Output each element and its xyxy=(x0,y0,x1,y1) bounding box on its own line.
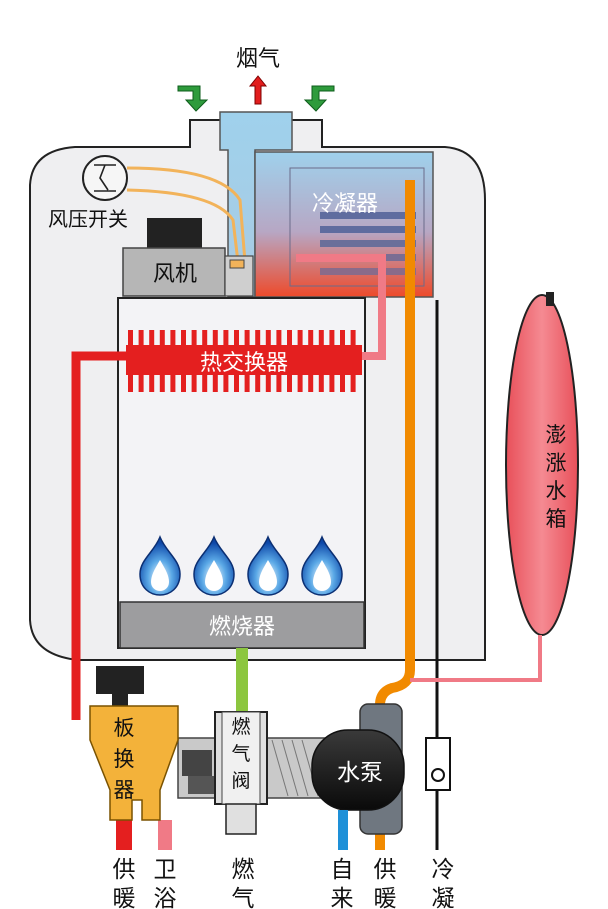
flame-group xyxy=(139,534,343,596)
expansion-tank-label-2: 涨 xyxy=(546,451,567,475)
gas-label-2: 气 xyxy=(232,886,255,909)
pressure-tube xyxy=(126,188,240,263)
heat-exchanger-label: 热交换器 xyxy=(200,351,288,376)
fan-label: 风机 xyxy=(153,262,197,287)
flame-core xyxy=(313,560,331,591)
tap-water-label-2: 来 xyxy=(331,886,354,909)
supply-pipe xyxy=(375,180,415,850)
gas-valve-inner xyxy=(221,711,261,805)
flame-core xyxy=(259,560,277,591)
tap-water-inlet xyxy=(338,810,348,850)
condensate-trap xyxy=(425,737,451,791)
expansion-tank-label-4: 箱 xyxy=(546,507,567,531)
heating-supply-right-label-2: 暖 xyxy=(374,886,397,909)
plate-exchanger-handle xyxy=(96,666,144,694)
flame-core xyxy=(151,560,169,591)
burner xyxy=(119,601,365,649)
gas-valve-label-3: 阀 xyxy=(231,770,250,792)
return-pipe xyxy=(296,254,386,360)
hot-water-pipe xyxy=(71,351,135,720)
arrow-up-icon xyxy=(248,75,268,105)
expansion-tank-label-3: 水 xyxy=(546,479,567,503)
wind-pressure-switch-label: 风压开关 xyxy=(48,207,128,231)
condenser-label: 冷凝器 xyxy=(312,192,378,217)
flame-core xyxy=(205,560,223,591)
arrow-down-icon xyxy=(303,85,335,112)
arrow-down-icon xyxy=(177,85,209,112)
water-pump xyxy=(311,729,405,811)
gas-valve-label-1: 燃 xyxy=(231,716,250,738)
bathroom-outlet xyxy=(158,820,172,850)
bathroom-label-2: 浴 xyxy=(154,886,177,909)
plate-exchanger-label-2: 换 xyxy=(114,747,135,771)
wind-pressure-switch xyxy=(82,155,128,201)
condensate-label-2: 凝 xyxy=(432,886,455,909)
gas-label-1: 燃 xyxy=(232,857,255,883)
water-pump-label: 水泵 xyxy=(337,760,383,786)
condenser-inner xyxy=(289,167,425,287)
heating-supply-left-label-1: 供 xyxy=(113,857,136,883)
expansion-tank xyxy=(505,294,579,636)
flue-gas-label: 烟气 xyxy=(236,47,280,72)
plate-exchanger-label-3: 器 xyxy=(114,778,135,802)
heating-supply-left-label-2: 暖 xyxy=(113,886,136,909)
bathroom-label-1: 卫 xyxy=(154,857,177,883)
expansion-tank-label-1: 澎 xyxy=(546,423,567,447)
tap-water-label-1: 自 xyxy=(331,857,354,883)
bottom-labels: 供 暖 卫 浴 燃 气 自 来 供 暖 冷 凝 xyxy=(113,857,455,909)
fan-motor xyxy=(147,218,202,250)
heat-exchanger-core xyxy=(126,345,362,375)
heating-supply-right-label-1: 供 xyxy=(374,857,397,883)
condensate-label-1: 冷 xyxy=(432,857,455,883)
gas-pipe xyxy=(236,648,248,713)
fan-body xyxy=(122,247,226,297)
plate-exchanger-label-1: 板 xyxy=(114,716,135,740)
gas-valve-label-2: 气 xyxy=(231,743,250,765)
heating-supply-outlet xyxy=(116,820,132,850)
burner-label: 燃烧器 xyxy=(209,615,275,640)
pressure-tube xyxy=(126,166,247,263)
plate-exchanger xyxy=(89,705,179,821)
expansion-tank-pipe xyxy=(410,635,542,682)
